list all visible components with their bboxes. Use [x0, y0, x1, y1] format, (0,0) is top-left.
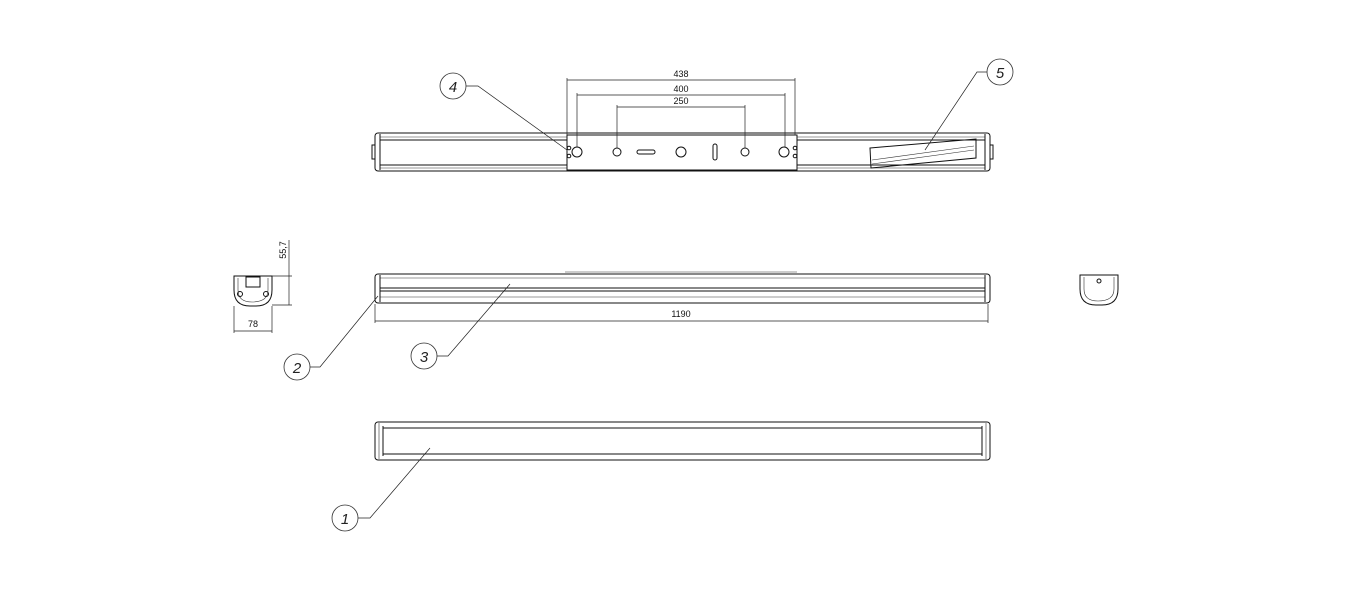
- balloon-5: 5: [924, 58, 1014, 151]
- dimension-400: 400: [673, 84, 688, 94]
- top-view: 438 400 250: [371, 69, 994, 172]
- end-view-left: 55,7 78: [233, 240, 292, 333]
- side-view: 1190: [374, 271, 991, 323]
- balloon-1: 1: [331, 447, 431, 532]
- balloon-4: 4: [439, 72, 568, 151]
- bottom-view: [374, 421, 991, 461]
- dimension-250: 250: [673, 96, 688, 106]
- balloon-3: 3: [410, 283, 511, 370]
- dimension-78: 78: [248, 319, 258, 329]
- dimension-55-7: 55,7: [278, 241, 288, 259]
- dimension-1190: 1190: [671, 309, 690, 319]
- driver-module: [869, 138, 977, 169]
- svg-text:4: 4: [449, 79, 457, 96]
- svg-text:2: 2: [292, 360, 302, 377]
- mounting-bracket: [566, 134, 798, 171]
- svg-text:1: 1: [341, 511, 349, 528]
- svg-text:5: 5: [996, 65, 1005, 82]
- balloon-2: 2: [283, 295, 379, 381]
- dimension-438: 438: [673, 69, 688, 79]
- end-view-right: [1079, 274, 1119, 306]
- svg-text:3: 3: [420, 349, 429, 366]
